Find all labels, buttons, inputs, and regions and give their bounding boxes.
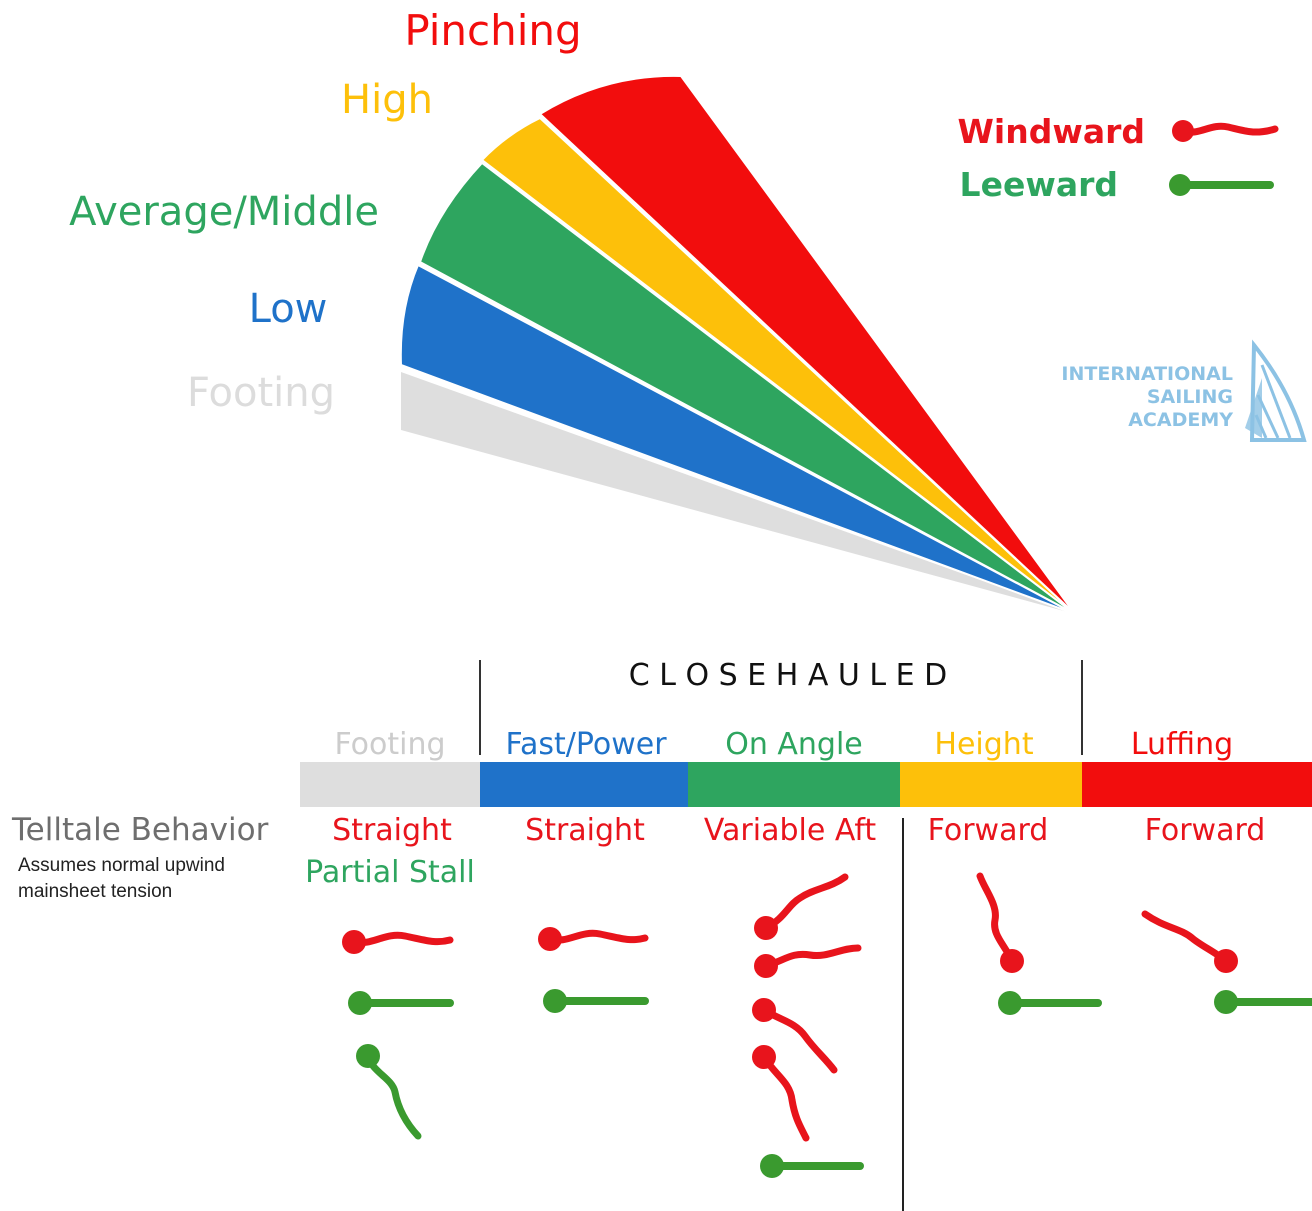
- logo-line-2: SAILING: [1147, 386, 1233, 408]
- fan-label-footing: Footing: [187, 370, 335, 416]
- fan-label-average: Average/Middle: [69, 189, 379, 235]
- band-fast-power: [480, 762, 688, 807]
- band-footing: [300, 762, 480, 807]
- behavior-footing-straight: Straight: [332, 813, 452, 848]
- mode-label-footing: Footing: [334, 727, 445, 762]
- behavior-footing-partial-stall: Partial Stall: [305, 855, 475, 890]
- angle-fan: [399, 74, 1076, 615]
- behavior-on-angle: Variable Aft: [704, 813, 876, 848]
- on-angle-telltale-1-icon: [754, 873, 849, 940]
- fan-wedge-average: [418, 161, 1076, 615]
- telltale-note-line-1: Assumes normal upwind: [18, 855, 225, 876]
- luffing-windward-telltale-icon: [1141, 910, 1238, 973]
- on-angle-leeward-telltale-icon: [760, 1154, 864, 1178]
- mode-label-height: Height: [934, 727, 1033, 762]
- sail-logo-icon: [1245, 339, 1307, 442]
- legend-windward-label: Windward: [958, 112, 1145, 151]
- fan-wedge-footing: [401, 372, 1075, 614]
- band-luffing: [1082, 762, 1312, 807]
- logo-line-3: ACADEMY: [1128, 409, 1233, 431]
- fan-wedge-high: [480, 116, 1076, 615]
- telltale-behavior-title: Telltale Behavior: [11, 812, 269, 848]
- height-leeward-telltale-icon: [998, 991, 1102, 1015]
- legend: Windward Leeward: [958, 112, 1279, 204]
- fan-label-high: High: [341, 77, 433, 123]
- height-windward-telltale-icon: [976, 872, 1024, 973]
- fan-label-pinching: Pinching: [404, 6, 581, 55]
- mode-color-band: [300, 762, 1312, 807]
- behavior-luffing: Forward: [1145, 813, 1266, 848]
- closehauled-title: C L O S E H A U L E D: [629, 658, 947, 693]
- on-angle-telltale-4-icon: [752, 1045, 810, 1142]
- band-on-angle: [688, 762, 900, 807]
- on-angle-telltale-2-icon: [754, 944, 862, 978]
- logo-line-1: INTERNATIONAL: [1061, 363, 1233, 385]
- fan-label-low: Low: [249, 286, 328, 332]
- on-angle-telltale-3-icon: [752, 998, 838, 1074]
- mode-label-fast-power: Fast/Power: [505, 727, 667, 762]
- fan-wedge-low: [399, 263, 1076, 615]
- footing-stalled-telltale-icon: [356, 1044, 422, 1140]
- behavior-fast-power: Straight: [525, 813, 645, 848]
- legend-leeward-label: Leeward: [960, 165, 1118, 204]
- luffing-leeward-telltale-icon: [1214, 990, 1312, 1014]
- mode-label-on-angle: On Angle: [725, 727, 863, 762]
- behavior-height: Forward: [928, 813, 1049, 848]
- footing-windward-telltale-icon: [342, 930, 454, 954]
- mode-label-luffing: Luffing: [1131, 727, 1233, 762]
- telltale-note-line-2: mainsheet tension: [18, 881, 172, 902]
- fast-power-windward-telltale-icon: [538, 927, 649, 951]
- fast-power-leeward-telltale-icon: [543, 989, 649, 1013]
- band-height: [900, 762, 1082, 807]
- footing-leeward-telltale-icon: [348, 991, 454, 1015]
- leeward-telltale-icon: [1169, 174, 1274, 196]
- windward-telltale-icon: [1172, 120, 1279, 142]
- international-sailing-academy-logo: INTERNATIONAL SAILING ACADEMY: [1061, 339, 1307, 442]
- fan-wedge-pinching: [538, 74, 1076, 615]
